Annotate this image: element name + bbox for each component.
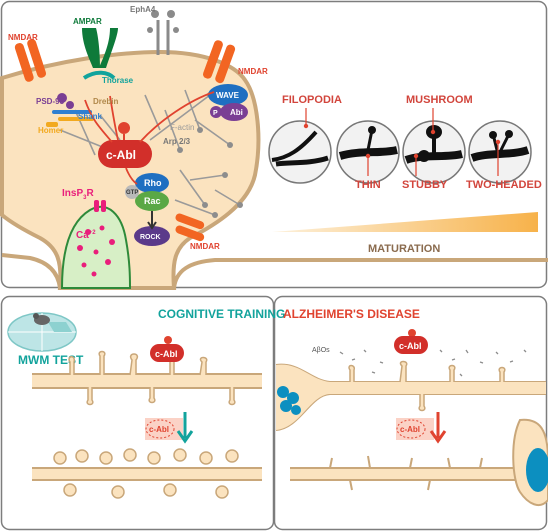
nmdar-left-label: NMDAR xyxy=(8,33,38,42)
cabl-kinase-icon xyxy=(98,122,152,168)
alzheimers-title: ALZHEIMER'S DISEASE xyxy=(283,307,420,321)
thorase-label: Thorase xyxy=(102,76,134,85)
two-headed-label: TWO-HEADED xyxy=(466,179,542,191)
arp23-nodes xyxy=(177,92,243,218)
phospho-mark: P xyxy=(213,110,218,117)
cabl-right-label: c-Abl xyxy=(399,341,422,351)
nmdar-bottom-label: NMDAR xyxy=(190,242,220,251)
wave-label: WAVE xyxy=(216,91,240,100)
decrease-arrow-left-icon xyxy=(176,412,194,444)
two-headed-image xyxy=(468,120,532,184)
mushroom-stubby-image xyxy=(402,120,466,184)
epha4-receptor-icon xyxy=(147,10,179,55)
cabl-right-faded-label: c-Abl xyxy=(400,425,420,434)
nmdar-left-icon xyxy=(14,39,47,82)
increase-arrow-right-icon xyxy=(429,412,447,444)
thin-image xyxy=(336,120,400,184)
nmdar-bottom-icon xyxy=(175,213,205,242)
bottom-left-panel-frame xyxy=(0,295,275,531)
cabl-signal-arrows xyxy=(84,91,215,185)
cabl-left-faded-label: c-Abl xyxy=(149,425,169,434)
mushroom-label: MUSHROOM xyxy=(406,94,473,106)
ampar-receptor-icon xyxy=(82,28,118,68)
spine-morphologies xyxy=(268,108,532,184)
mwm-pool-icon xyxy=(7,312,77,352)
dendrite-after-right xyxy=(290,418,548,507)
shank-label: Shank xyxy=(78,112,103,121)
insp3r-channel-icon xyxy=(94,200,106,212)
gtp-label: GTP xyxy=(126,190,138,196)
rho-label: Rho xyxy=(144,178,162,188)
plaque-blobs-icon xyxy=(277,386,301,415)
cognitive-training-title: COGNITIVE TRAINING xyxy=(158,307,285,321)
stubby-label: STUBBY xyxy=(402,179,448,191)
cabl-right-icon xyxy=(394,329,428,354)
filopodia-image xyxy=(268,120,332,184)
nmdar-right-icon xyxy=(203,40,236,84)
cabl-left-icon xyxy=(150,336,184,362)
endoplasmic-reticulum xyxy=(60,200,132,289)
cabl-left-faded-icon xyxy=(145,418,183,440)
arp23-label: Arp 2/3 xyxy=(163,137,191,146)
rock-label: ROCK xyxy=(140,234,161,241)
psd95-complex-icon xyxy=(46,93,94,127)
cabl-left-label: c-Abl xyxy=(155,349,178,359)
gtpase-cluster-icon xyxy=(125,173,170,246)
insp3r-label: InsP3R xyxy=(62,188,94,201)
f-actin-label: F-actin xyxy=(170,123,194,132)
cabl-right-faded-icon xyxy=(396,418,434,440)
ampar-label: AMPAR xyxy=(73,17,102,26)
mwm-test-label: MWM TEST xyxy=(18,353,84,367)
cabl-main-label: c-Abl xyxy=(106,148,136,162)
thorase-icon xyxy=(82,70,116,80)
calcium-label: Ca+2 xyxy=(76,230,96,241)
actin-network xyxy=(59,89,241,216)
filopodia-label: FILOPODIA xyxy=(282,94,342,106)
drebin-label: Drebin xyxy=(93,97,118,106)
psd95-label: PSD-95 xyxy=(36,97,65,106)
soma-nucleus-icon xyxy=(526,448,548,492)
dendrite-before-left xyxy=(32,350,262,406)
epha4-label: EphA4 xyxy=(130,5,156,14)
abeta-oligomers xyxy=(339,349,527,377)
wave-complex-icon xyxy=(208,84,248,121)
bottom-right-panel-frame xyxy=(273,295,548,531)
maturation-label: MATURATION xyxy=(368,243,440,255)
dendrite-before-right xyxy=(275,360,546,431)
maturation-wedge xyxy=(272,212,538,232)
homer-label: Homer xyxy=(38,126,63,135)
nmdar-right-label: NMDAR xyxy=(238,67,268,76)
dendrite-after-left xyxy=(32,448,262,499)
thin-label: THIN xyxy=(355,179,381,191)
calcium-dots xyxy=(77,225,115,277)
abi-label: Abi xyxy=(230,108,243,117)
rac-label: Rac xyxy=(144,196,161,206)
abetas-label: AβOs xyxy=(312,347,330,354)
